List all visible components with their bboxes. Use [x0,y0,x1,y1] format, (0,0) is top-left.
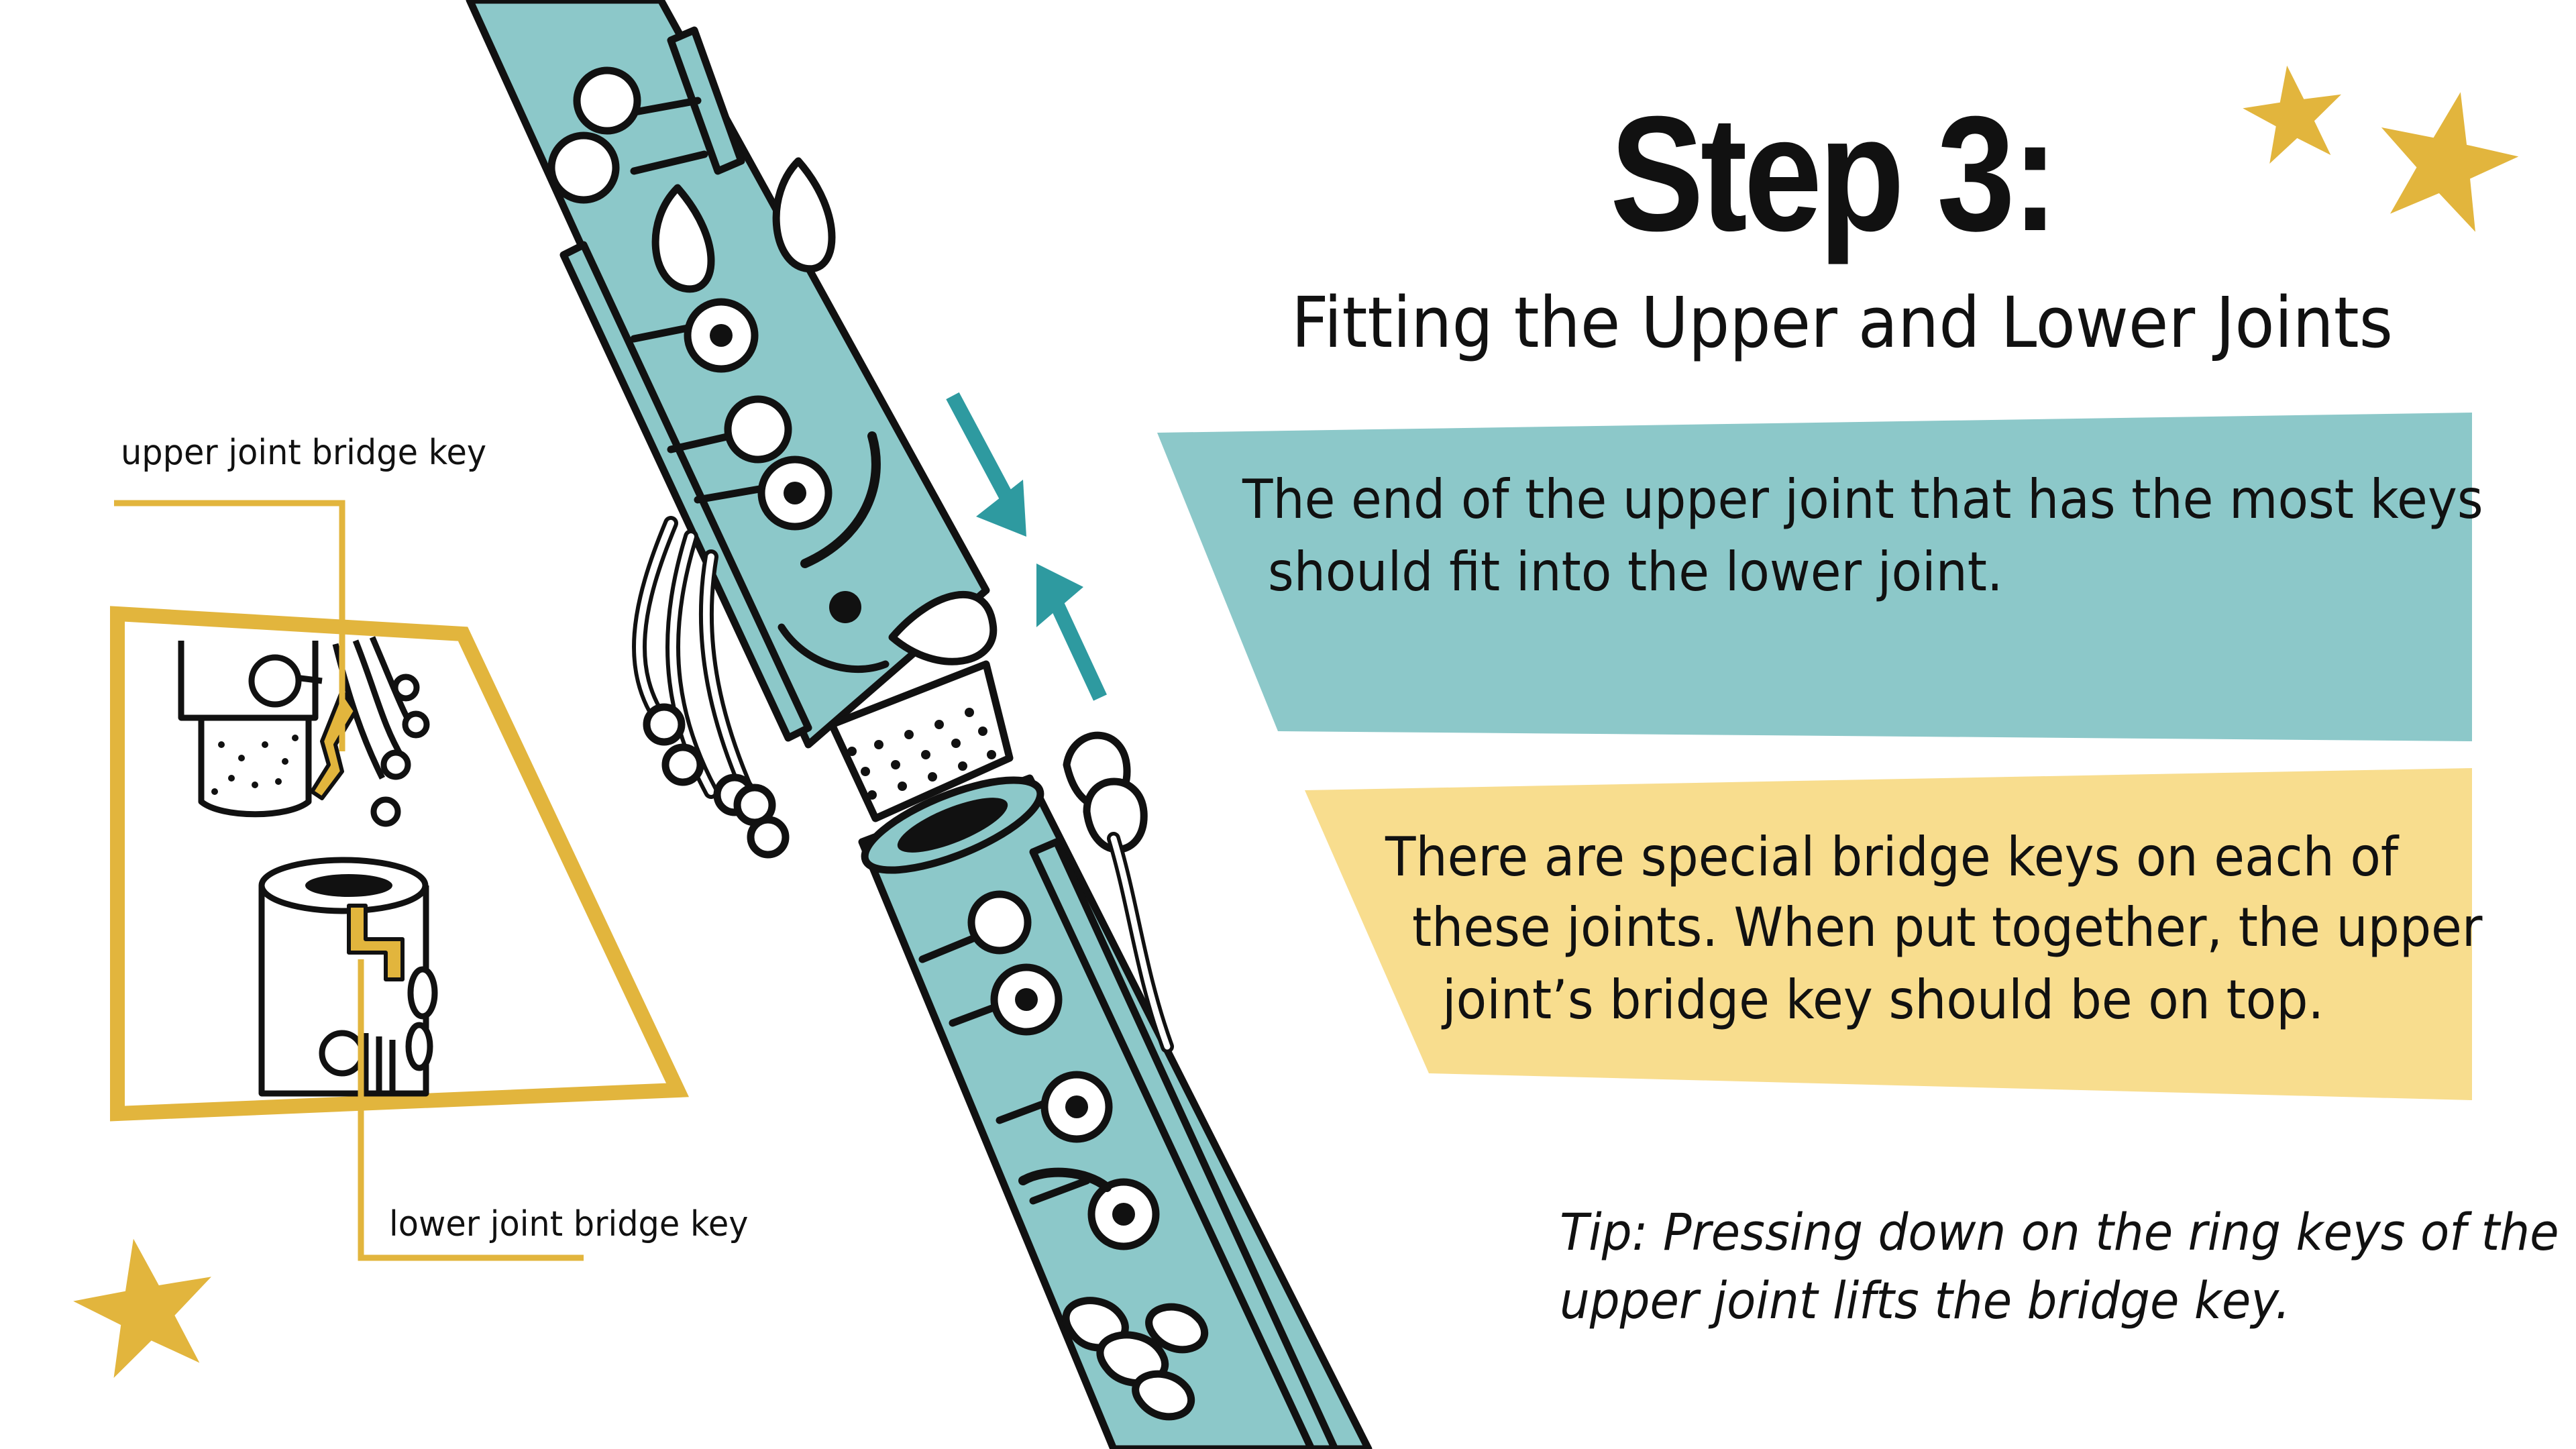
arrow-down-icon [946,392,1026,537]
star-icon [64,1226,226,1383]
arrow-up-icon [1036,564,1107,701]
clarinet-illustration [466,0,1373,1449]
callout-teal-panel [1157,413,2472,741]
tip-line-1: Tip: Pressing down on the ring keys of t… [1560,1202,2559,1262]
upper-bridge-key-leader [114,500,345,751]
callout-yellow-line-1: There are special bridge keys on each of [1385,826,2399,888]
lower-bridge-key-leader [358,959,584,1261]
callout-yellow-panel [1305,768,2472,1100]
callout-teal-line-1: The end of the upper joint that has the … [1242,468,2483,531]
callout-yellow-line-2: these joints. When put together, the upp… [1412,896,2483,959]
star-icon [2237,58,2350,166]
star-icon [2364,77,2530,237]
upper-bridge-key-label: upper joint bridge key [121,433,487,473]
lower-bridge-key-label: lower joint bridge key [389,1204,749,1244]
page-subtitle: Fitting the Upper and Lower Joints [1291,282,2394,364]
bridge-key-inset [110,500,690,1261]
tip-line-2: upper joint lifts the bridge key. [1560,1271,2291,1330]
page-title: Step 3: [1610,82,2059,265]
callout-teal-line-2: should fit into the lower joint. [1268,541,2003,603]
callout-yellow-line-3: joint’s bridge key should be on top. [1442,969,2324,1031]
